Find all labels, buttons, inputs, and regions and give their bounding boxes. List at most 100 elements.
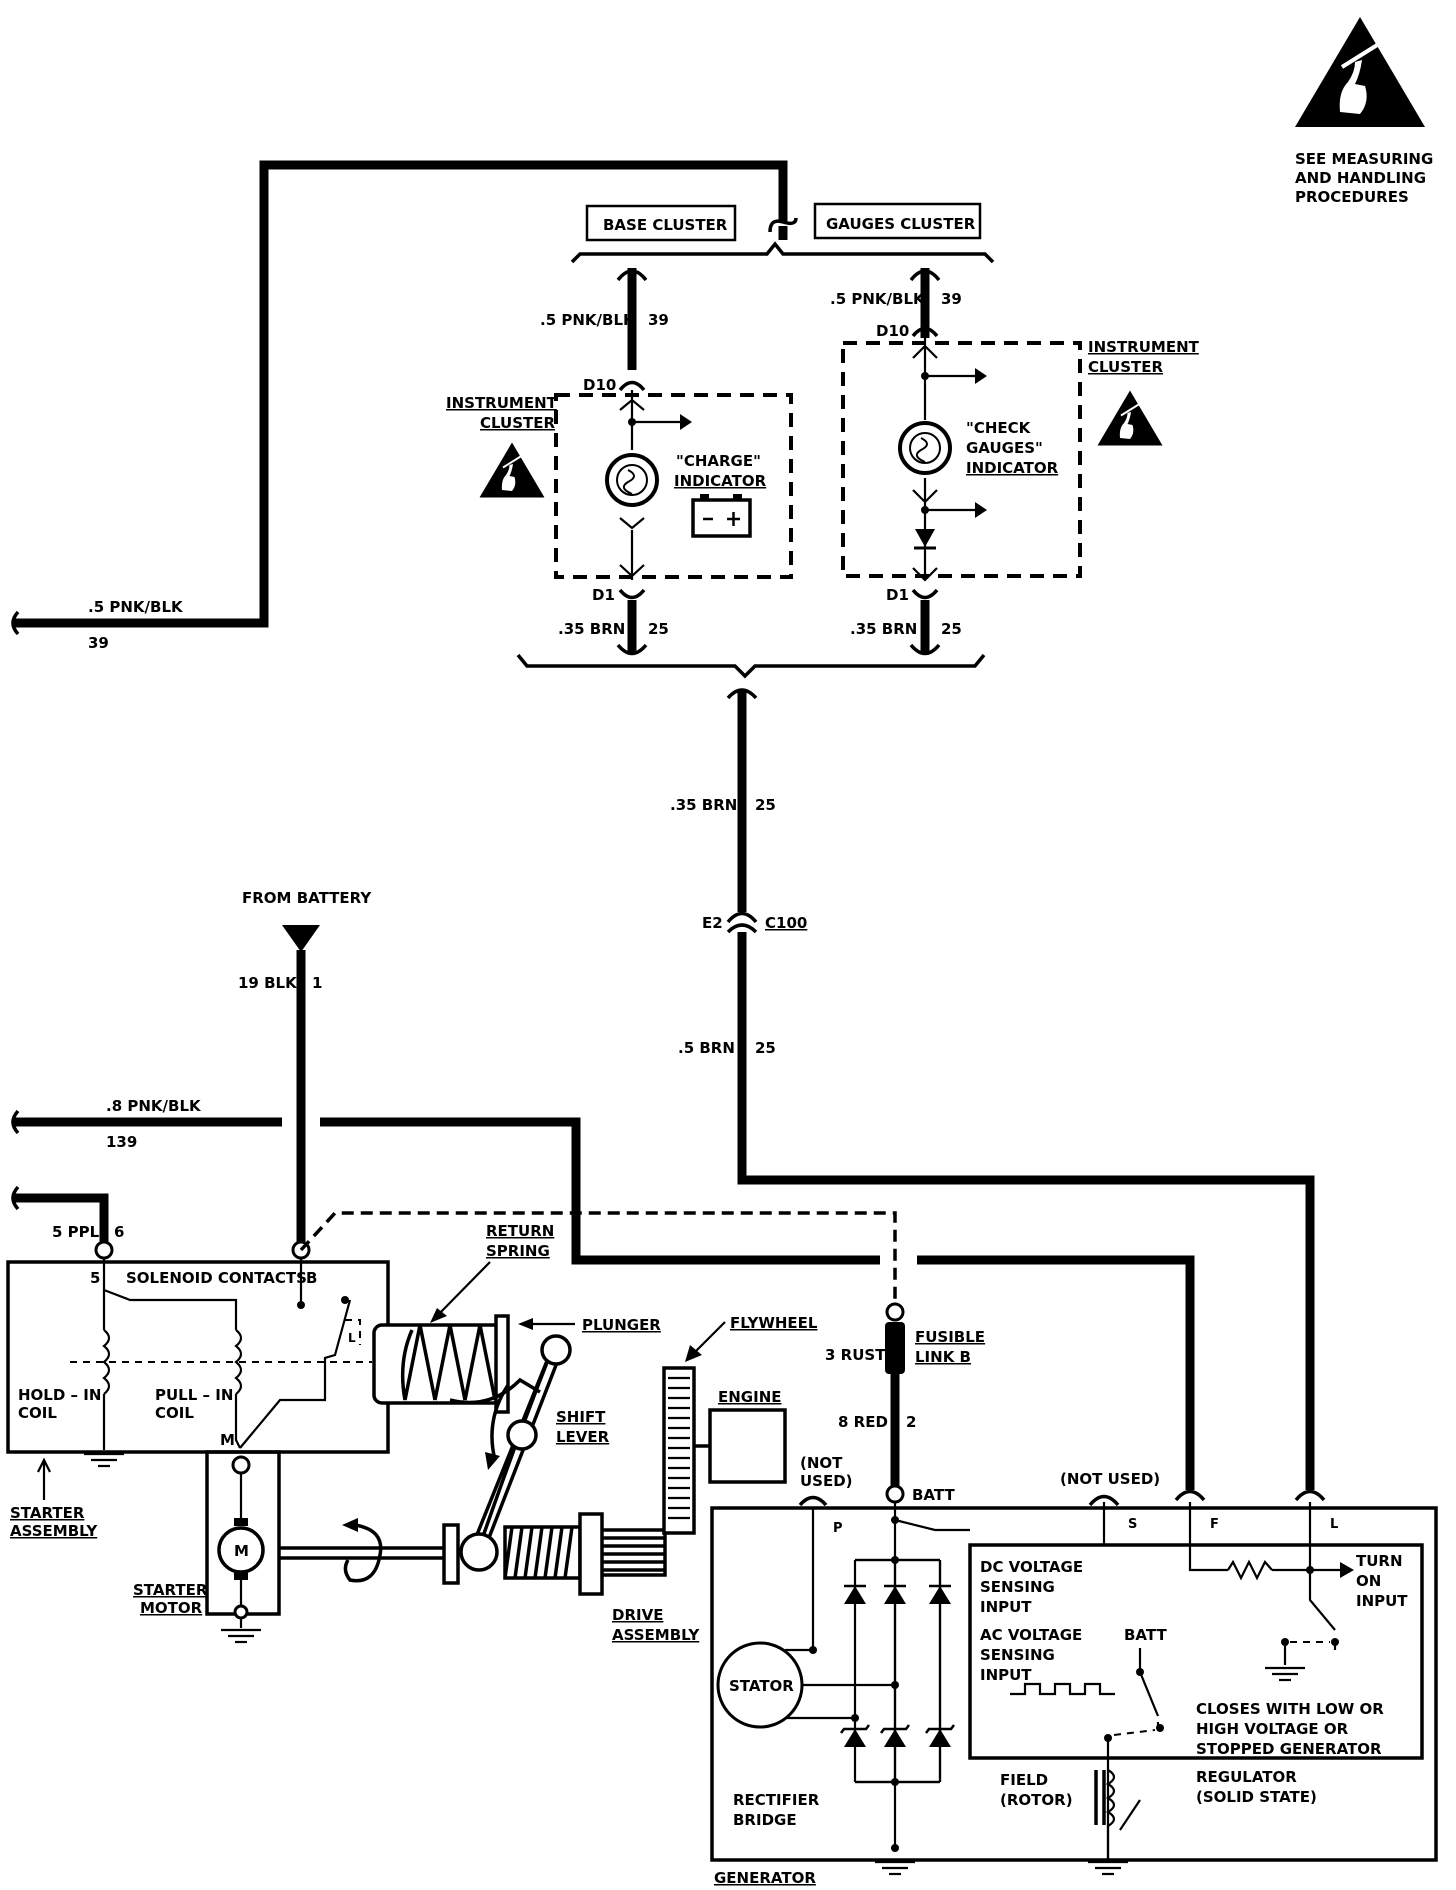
esd-warning-icon	[1293, 15, 1427, 129]
left-39-label: 39	[648, 311, 669, 329]
gen-l-arc	[1294, 1489, 1326, 1502]
shift-lever-bracket	[449, 1377, 541, 1405]
wire-circuit-39: 39	[88, 634, 109, 652]
charge-node	[628, 418, 636, 426]
blk-19-label: 19 BLK	[238, 974, 298, 992]
stator-icon	[716, 1641, 804, 1729]
field-label-1: FIELD	[1000, 1771, 1048, 1789]
pin-b-label: B	[306, 1269, 317, 1287]
red-8-label: 8 RED	[838, 1413, 888, 1431]
field-label-2: (ROTOR)	[1000, 1791, 1073, 1809]
regulator-label-2: (SOLID STATE)	[1196, 1788, 1317, 1806]
gen-p-arc	[798, 1495, 828, 1507]
trunk-brn-5-label: .5 BRN	[678, 1039, 735, 1057]
check-node-top	[921, 372, 929, 380]
field-rotor-coil-icon	[1105, 1769, 1141, 1860]
base-cluster-box	[585, 204, 737, 242]
shaft-rotation-arrow	[342, 1518, 358, 1532]
ac-sensing-3: INPUT	[980, 1666, 1032, 1684]
right-brn-label: .35 BRN	[850, 620, 917, 638]
check-gauges-lamp-icon	[898, 421, 952, 475]
plunger-arrow	[518, 1318, 533, 1330]
hold-in-coil-1: HOLD – IN	[18, 1386, 101, 1404]
solenoid-contacts-label: SOLENOID CONTACTS	[126, 1269, 307, 1287]
check-gauges-label-1: "CHECK	[966, 419, 1032, 437]
shift-lever-rotation-head	[485, 1452, 500, 1470]
left-arrow-139	[11, 1109, 20, 1135]
charge-label-1: "CHARGE"	[676, 452, 761, 470]
turn-on-arrow	[1340, 1562, 1354, 1578]
charge-circuit	[619, 390, 680, 580]
starter-assembly-1: STARTER	[10, 1504, 85, 1522]
fusible-link-1: FUSIBLE	[915, 1328, 985, 1346]
batt-switch-wiring	[1106, 1648, 1160, 1860]
drive-clutch-icon	[503, 1525, 582, 1580]
right-instrument-cluster-1: INSTRUMENT	[1088, 338, 1200, 356]
rectifier-node-7	[891, 1844, 899, 1852]
left-brn-label: .35 BRN	[558, 620, 625, 638]
gauges-cluster-label: GAUGES CLUSTER	[826, 215, 976, 233]
closes-with-1: CLOSES WITH LOW OR	[1196, 1700, 1384, 1718]
right-pnk-blk-label: .5 PNK/BLK	[830, 290, 926, 308]
left-arrow-39	[11, 610, 20, 636]
turn-on-node	[1306, 1566, 1314, 1574]
pin-5-label: 5	[90, 1269, 100, 1287]
rectifier-label-1: RECTIFIER	[733, 1791, 820, 1809]
shaft-rotation-icon	[343, 1523, 383, 1583]
regulator-box	[968, 1543, 1424, 1760]
not-used-p-2: USED)	[800, 1472, 853, 1490]
esd-note-line-3: PROCEDURES	[1295, 188, 1409, 206]
turn-on-ground-dot	[1281, 1638, 1289, 1646]
starter-assembly-arrow	[37, 1457, 51, 1500]
check-gauges-circuit	[912, 336, 975, 582]
gen-f-arc	[1174, 1489, 1206, 1502]
esd-warning-icon-left	[478, 441, 546, 499]
rectifier-node-2	[891, 1556, 899, 1564]
stator-label: STATOR	[729, 1677, 794, 1695]
pin-f-label: F	[1210, 1517, 1219, 1532]
generator-box	[710, 1506, 1438, 1862]
base-cluster-label: BASE CLUSTER	[603, 216, 728, 234]
batt-switch-dot	[1136, 1668, 1144, 1676]
charge-lamp-inner	[616, 464, 648, 496]
check-gauges-indicator-box	[841, 341, 1082, 578]
turn-on-1: TURN	[1356, 1552, 1403, 1570]
solenoid-ground-icon	[82, 1452, 126, 1468]
return-spring-2: SPRING	[486, 1242, 550, 1260]
pull-in-coil-2: COIL	[155, 1404, 194, 1422]
rectifier-diode-4	[839, 1723, 871, 1749]
left-instrument-cluster-2: CLUSTER	[480, 414, 555, 432]
starter-assembly-2: ASSEMBLY	[10, 1522, 98, 1540]
ac-sensing-2: SENSING	[980, 1646, 1055, 1664]
left-d1-arc	[618, 588, 646, 600]
check-arrow-mid	[975, 502, 987, 518]
motor-icon	[217, 1526, 265, 1574]
wire-jump-arc	[768, 217, 798, 233]
brush-top	[234, 1518, 248, 1526]
pin-l-label: L	[1330, 1517, 1338, 1532]
hold-in-coil-icon	[102, 1329, 111, 1395]
esd-note-line-1: SEE MEASURING	[1295, 150, 1433, 168]
rectifier-node-5	[851, 1714, 859, 1722]
gauges-cluster-box	[813, 202, 982, 240]
not-used-s-label: (NOT USED)	[1060, 1470, 1160, 1488]
field-resistor-icon	[1227, 1559, 1273, 1581]
solenoid-5-terminal	[94, 1240, 114, 1260]
left-25-label: 25	[648, 620, 669, 638]
starter-m-terminal	[231, 1455, 251, 1475]
pull-in-coil-icon	[234, 1329, 243, 1395]
battery-feed-arrow-icon	[282, 925, 320, 952]
contact-l-dash	[345, 1319, 361, 1345]
cluster-bottom-selector-line	[516, 653, 986, 679]
c100-connector-bottom	[726, 923, 758, 934]
ac-square-wave-icon	[1010, 1682, 1115, 1696]
ppl-label: 5 PPL	[52, 1223, 100, 1241]
pull-in-coil-1: PULL – IN	[155, 1386, 233, 1404]
batt-terminal-label: BATT	[912, 1486, 955, 1504]
motor-m-label: M	[234, 1542, 249, 1560]
regulator-label-1: REGULATOR	[1196, 1768, 1297, 1786]
dc-sensing-1: DC VOLTAGE	[980, 1558, 1083, 1576]
shift-lever-pivot-top	[540, 1334, 572, 1366]
c100-label: C100	[765, 914, 807, 932]
regulator-batt-label: BATT	[1124, 1626, 1167, 1644]
